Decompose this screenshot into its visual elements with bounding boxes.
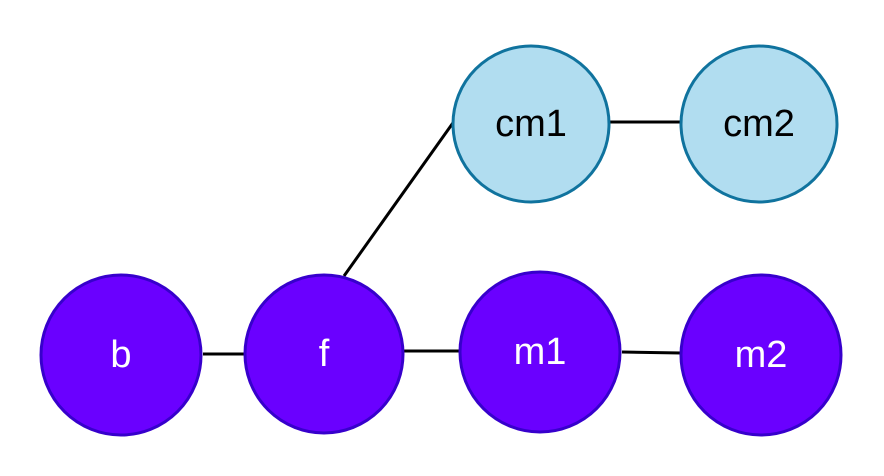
edges xyxy=(203,119,682,356)
node-b-circle xyxy=(39,273,203,437)
node-cm2[interactable]: cm2 xyxy=(679,44,839,204)
node-m1-circle xyxy=(458,270,622,434)
node-cm2-label: cm2 xyxy=(723,103,795,145)
node-m1-label: m1 xyxy=(514,331,567,373)
node-f[interactable]: f xyxy=(243,273,405,435)
node-cm2-circle xyxy=(679,44,839,204)
node-m2[interactable]: m2 xyxy=(679,273,843,437)
node-f-label: f xyxy=(319,333,330,375)
node-m2-circle xyxy=(679,273,843,437)
node-m2-label: m2 xyxy=(735,334,788,376)
node-cm1[interactable]: cm1 xyxy=(451,44,611,204)
node-cm1-label: cm1 xyxy=(495,103,567,145)
node-b[interactable]: b xyxy=(39,273,203,437)
node-m1[interactable]: m1 xyxy=(458,270,622,434)
edge-f-cm1 xyxy=(342,119,457,277)
edge-m1-m2 xyxy=(621,350,682,355)
node-b-label: b xyxy=(110,334,131,376)
node-cm1-circle xyxy=(451,44,611,204)
node-f-circle xyxy=(243,273,405,435)
